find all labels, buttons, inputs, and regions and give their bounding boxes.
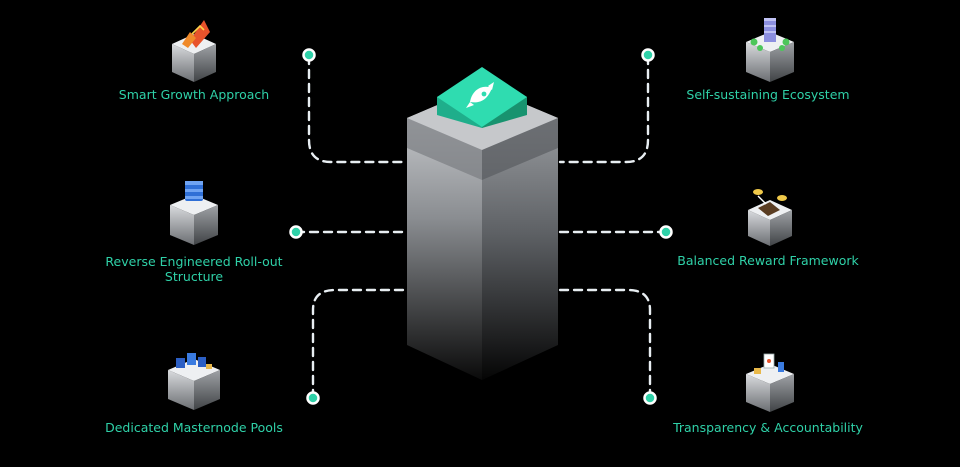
node-transparency [643,391,657,405]
feature-label-reverse-engineered: Reverse Engineered Roll-out Structure [105,254,283,284]
tower-ledge-left [407,118,482,180]
feature-label-balanced-reward: Balanced Reward Framework [677,253,859,268]
feature-label-smart-growth: Smart Growth Approach [118,87,270,102]
feature-label-masternode-pools: Dedicated Masternode Pools [105,420,283,435]
central-tower [407,86,558,380]
node-masternode-pools [306,391,320,405]
rocket-logo-icon [466,82,494,108]
ecosystem-building-icon [746,18,794,82]
connector-masternode-pools [311,288,406,400]
server-stack-icon [170,181,218,245]
logo-block [437,67,527,128]
connectors-right [558,54,668,400]
feature-label-transparency: Transparency & Accountability [673,420,863,435]
node-balanced-reward [659,225,673,239]
connector-nodes [289,48,673,405]
masternode-pool-icon [168,353,220,410]
accountability-icon [746,353,794,412]
node-smart-growth [302,48,316,62]
feature-label-self-sustaining: Self-sustaining Ecosystem [686,87,850,102]
tower-ledge-right [482,118,558,180]
growth-chart-icon [172,20,216,82]
connector-transparency [558,288,652,400]
connector-self-sustaining [558,54,650,164]
connectors-left [294,54,406,400]
node-self-sustaining [641,48,655,62]
reward-coins-icon [748,189,792,246]
connector-smart-growth [307,54,406,164]
node-reverse-engineered [289,225,303,239]
